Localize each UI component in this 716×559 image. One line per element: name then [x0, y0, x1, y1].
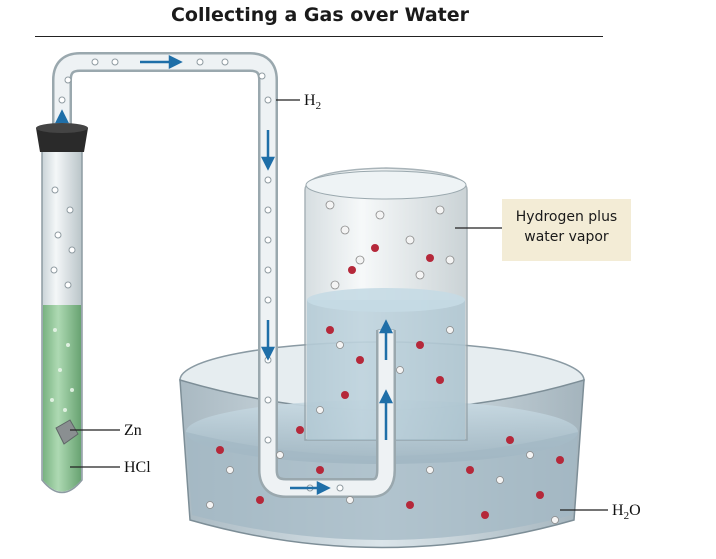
rubber-stopper: [36, 128, 88, 152]
callout-hydrogen-water-vapor: Hydrogen plus water vapor: [502, 207, 631, 247]
label-h2o: H2O: [612, 502, 641, 522]
delivery-tube: [52, 52, 396, 498]
callout-line-1: Hydrogen plus: [515, 209, 618, 225]
leader-lines: [70, 99, 608, 511]
gas-molecules: [325, 200, 455, 290]
water-molecules: [206, 326, 564, 524]
zinc-piece: [55, 419, 79, 445]
label-hcl: HCl: [124, 459, 151, 476]
test-tube: [36, 123, 88, 494]
diagram-title: Collecting a Gas over Water: [170, 4, 470, 26]
hcl-solution: [43, 305, 81, 492]
title-rule: [35, 36, 603, 37]
callout-line-2: water vapor: [524, 229, 609, 245]
label-h2: H2: [304, 92, 321, 112]
callout-box: [502, 199, 631, 261]
label-zn: Zn: [124, 422, 142, 439]
